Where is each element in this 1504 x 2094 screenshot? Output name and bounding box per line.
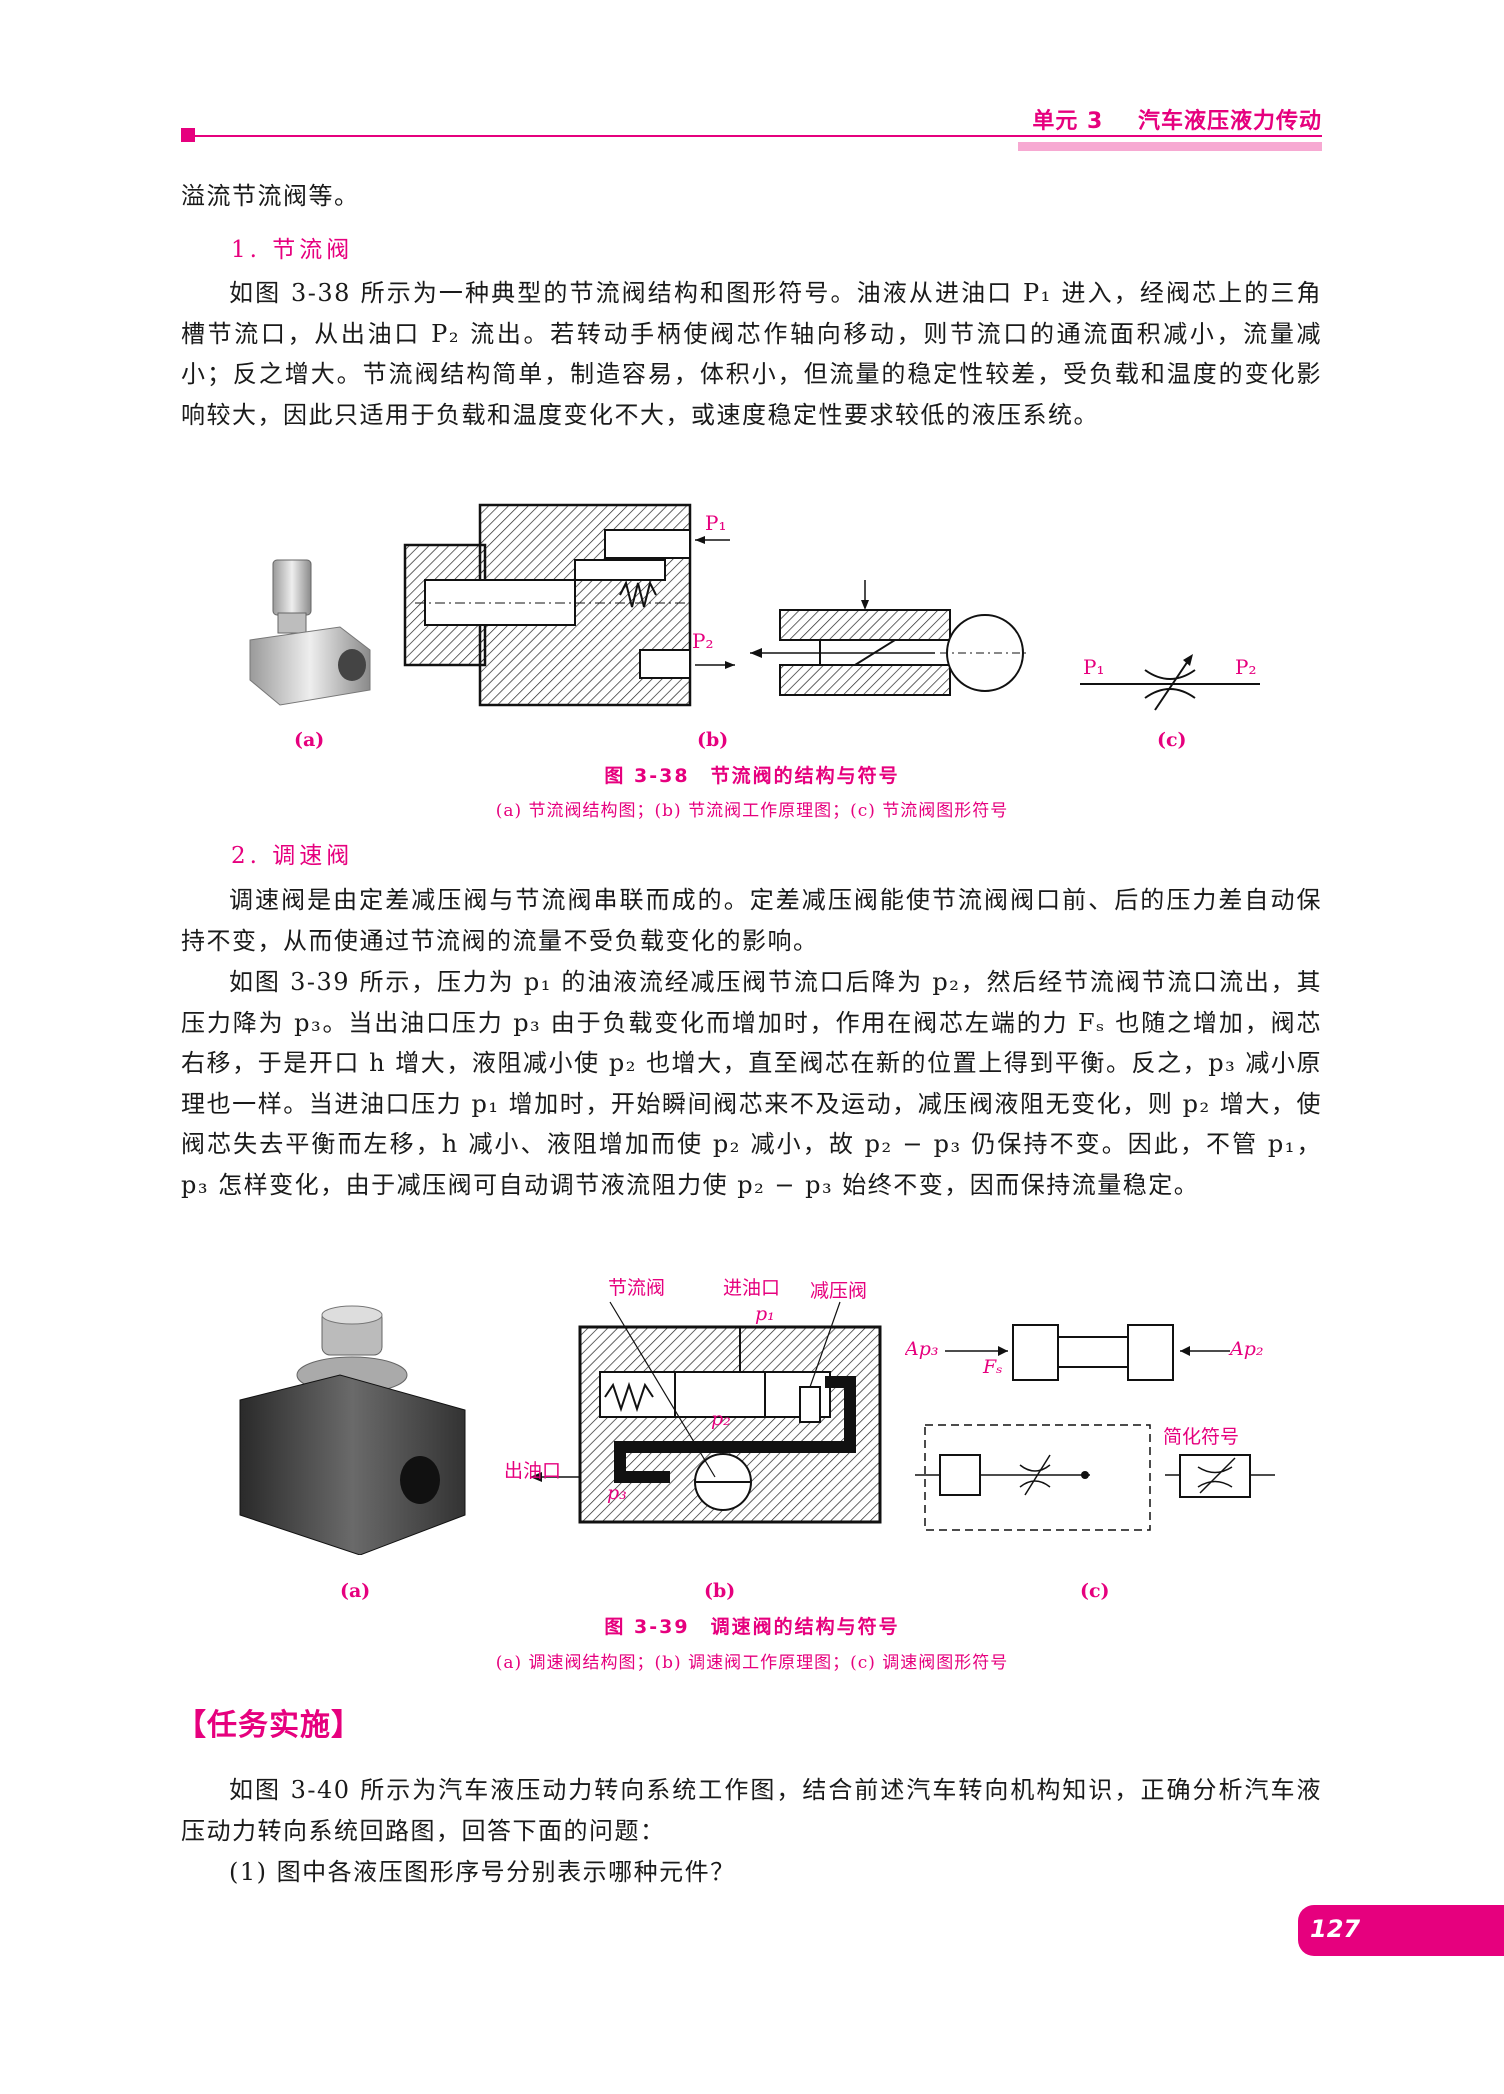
paragraph-continuation: 溢流节流阀等。 bbox=[181, 182, 360, 210]
label-p2: p₂ bbox=[711, 1408, 731, 1430]
fig38-sub-a: (a) bbox=[294, 729, 325, 751]
header-title: 汽车液压液力传动 bbox=[1137, 109, 1322, 134]
label-reducer: 减压阀 bbox=[810, 1280, 867, 1302]
label-outlet: 出油口 bbox=[505, 1460, 561, 1482]
fig38-title: 图 3-38 节流阀的结构与符号 bbox=[604, 765, 900, 787]
label-p1: p₁ bbox=[755, 1303, 775, 1325]
label-ap2: Ap₂ bbox=[1228, 1338, 1264, 1360]
running-header: 单元 3 汽车液压液力传动 bbox=[1032, 103, 1322, 135]
fig39-sub-b: (b) bbox=[704, 1580, 736, 1602]
label-p3: p₃ bbox=[607, 1482, 627, 1504]
paragraph-speed-valve-intro: 调速阀是由定差减压阀与节流阀串联而成的。定差减压阀能使节流阀阀口前、后的压力差自… bbox=[181, 886, 1322, 955]
fig39-title: 图 3-39 调速阀的结构与符号 bbox=[604, 1616, 900, 1638]
paragraph-task: 如图 3-40 所示为汽车液压动力转向系统工作图，结合前述汽车转向机构知识，正确… bbox=[181, 1776, 1322, 1845]
section-heading-throttle-valve: 1. 节流阀 bbox=[231, 237, 354, 263]
fig39-sub-c: (c) bbox=[1080, 1580, 1110, 1602]
fig38-caption: (a) 节流阀结构图；(b) 节流阀工作原理图；(c) 节流阀图形符号 bbox=[495, 801, 1009, 821]
label-fs: Fₛ bbox=[982, 1356, 1003, 1378]
fig38-sub-b: (b) bbox=[697, 729, 729, 751]
speed-valve-photo bbox=[239, 1305, 466, 1555]
label-simplified: 简化符号 bbox=[1163, 1426, 1239, 1448]
label-throttle: 节流阀 bbox=[608, 1277, 665, 1299]
header-unit: 单元 3 bbox=[1032, 109, 1104, 134]
symbol-label-p2: P₂ bbox=[1235, 655, 1256, 679]
throttle-principle-drawing bbox=[750, 580, 1030, 696]
section-heading-speed-valve: 2. 调速阀 bbox=[231, 843, 354, 869]
fig39-sub-a: (a) bbox=[340, 1580, 371, 1602]
task-implementation-heading: 【任务实施】 bbox=[176, 1708, 362, 1743]
symbol-label-p1: P₁ bbox=[1083, 655, 1104, 679]
page-number: 127 bbox=[1310, 1915, 1361, 1943]
fig38-sub-c: (c) bbox=[1157, 729, 1187, 751]
speed-valve-schematic: 节流阀 进油口 减压阀 出油口 p₁ p₂ p₃ bbox=[505, 1277, 882, 1524]
header-accent-bar bbox=[1018, 142, 1322, 151]
throttle-valve-section-drawing: P₁ P₂ bbox=[403, 503, 735, 707]
paragraph-speed-valve-principle: 如图 3-39 所示，压力为 p₁ 的油液流经减压阀节流口后降为 p₂，然后经节… bbox=[181, 968, 1322, 1199]
page-number-tab: 127 bbox=[1298, 1905, 1504, 1956]
paragraph-question-1: (1) 图中各液压图形序号分别表示哪种元件？ bbox=[229, 1858, 736, 1886]
throttle-symbol: P₁ P₂ bbox=[1080, 654, 1260, 711]
fig39-caption: (a) 调速阀结构图；(b) 调速阀工作原理图；(c) 调速阀图形符号 bbox=[495, 1653, 1009, 1673]
header-rule bbox=[181, 135, 1322, 137]
label-p2: P₂ bbox=[692, 629, 713, 653]
throttle-valve-photo bbox=[249, 559, 371, 706]
paragraph-throttle-valve: 如图 3-38 所示为一种典型的节流阀结构和图形符号。油液从进油口 P₁ 进入，… bbox=[181, 279, 1322, 429]
speed-valve-symbol: Ap₃ Ap₂ Fₛ 简化符号 bbox=[905, 1324, 1275, 1531]
label-p1: P₁ bbox=[705, 511, 726, 535]
label-ap3: Ap₃ bbox=[905, 1338, 939, 1360]
label-inlet: 进油口 bbox=[723, 1277, 780, 1299]
